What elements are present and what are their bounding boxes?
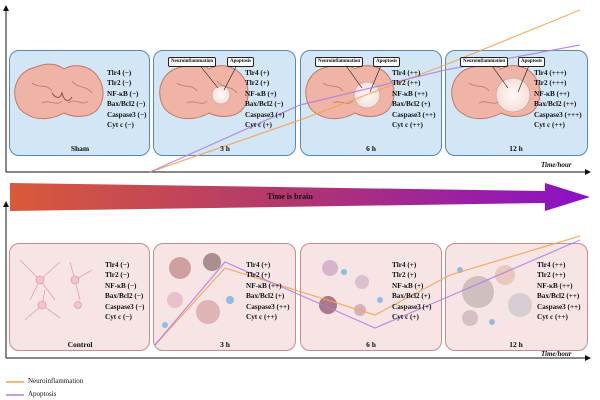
marker-tlr4: Tlr4 (++)	[537, 261, 566, 269]
brain-icon	[159, 63, 249, 120]
marker-list: Tlr4 (++) Tlr2 (++) NF-κB (++) Bax/Bcl2 …	[392, 68, 436, 130]
time-arrow	[10, 183, 590, 211]
marker-tlr2: Tlr2 (++)	[537, 271, 566, 280]
marker-nfkb: NF-κB (++)	[534, 89, 570, 98]
legend-apoptosis: Apoptosis	[28, 390, 57, 398]
marker-list: Tlr4 (+) Tlr2 (+) NF-κB (+) Bax/Bcl2 (+)…	[392, 260, 431, 322]
marker-list: Tlr4 (−) Tlr2 (−) NF-κB (−) Bax/Bcl2 (−)…	[107, 68, 146, 130]
marker-nfkb: NF-κB (++)	[392, 89, 428, 98]
marker-list: Tlr4 (+) Tlr2 (+) NF-κB (+) Bax/Bcl2 (−)…	[245, 68, 284, 130]
marker-nfkb: NF-κB (++)	[246, 281, 282, 290]
marker-tlr4: Tlr4 (−)	[107, 69, 132, 77]
damaged-cells-icon	[162, 253, 234, 328]
panel-label: 6 h	[366, 144, 376, 153]
marker-nfkb: NF-κB (++)	[537, 281, 573, 290]
marker-bax-bcl2: Bax/Bcl2 (++)	[537, 292, 580, 301]
panel-label: 3 h	[220, 340, 230, 349]
marker-caspase3: Caspase3 (+)	[245, 110, 285, 119]
marker-tlr2: Tlr2 (+)	[392, 271, 417, 280]
marker-cytc: Cyt c (−)	[105, 313, 132, 322]
marker-bax-bcl2: Bax/Bcl2 (−)	[245, 100, 284, 109]
marker-nfkb: NF-κB (+)	[392, 281, 424, 290]
marker-tlr2: Tlr2 (−)	[105, 271, 130, 280]
marker-caspase3: Caspase3 (++)	[537, 302, 581, 311]
brain-icon	[451, 63, 541, 120]
marker-caspase3: Caspase3 (++)	[392, 110, 436, 119]
marker-bax-bcl2: Bax/Bcl2 (+)	[392, 292, 431, 301]
marker-tlr4: Tlr4 (+)	[392, 261, 417, 269]
apoptosis-line	[149, 44, 581, 173]
panel-label: 12 h	[509, 340, 523, 349]
marker-cytc: Cyt c (++)	[537, 313, 568, 322]
damaged-cells-icon	[457, 265, 532, 326]
marker-bax-bcl2: Bax/Bcl2 (−)	[105, 292, 144, 301]
panel-label: Control	[67, 340, 93, 349]
marker-bax-bcl2: Bax/Bcl2 (−)	[107, 100, 146, 109]
marker-bax-bcl2: Bax/Bcl2 (+)	[246, 292, 285, 301]
marker-cytc: Cyt c (−)	[107, 121, 134, 130]
marker-tlr2: Tlr2 (+++)	[534, 79, 567, 88]
legend-neuroinflammation: Neuroinflammation	[28, 377, 84, 385]
bottom-x-axis-label: Time/hour	[541, 350, 572, 358]
marker-tlr4: Tlr4 (+++)	[534, 69, 567, 77]
marker-nfkb: NF-κB (+)	[245, 89, 277, 98]
marker-cytc: Cyt c (++)	[534, 121, 565, 130]
top-x-axis-label: Time/hour	[541, 161, 572, 169]
marker-tlr2: Tlr2 (+)	[246, 271, 271, 280]
marker-nfkb: NF-κB (−)	[105, 281, 137, 290]
panel-label: Sham	[70, 144, 90, 153]
callout-apoptosis: Apoptosis	[227, 57, 255, 67]
neuroinflammation-line	[154, 235, 581, 346]
marker-nfkb: NF-κB (−)	[107, 89, 139, 98]
neuroinflammation-line	[149, 9, 581, 173]
marker-list: Tlr4 (++) Tlr2 (++) NF-κB (++) Bax/Bcl2 …	[537, 260, 581, 322]
marker-caspase3: Caspase3 (+)	[392, 302, 432, 311]
marker-tlr2: Tlr2 (−)	[107, 79, 132, 88]
marker-caspase3: Caspase3 (+++)	[534, 110, 582, 119]
marker-caspase3: Caspase3 (−)	[105, 302, 145, 311]
marker-tlr2: Tlr2 (+)	[245, 79, 270, 88]
bottom-panel-6h	[300, 243, 442, 351]
brain-icon	[14, 63, 104, 120]
marker-caspase3: Caspase3 (++)	[246, 302, 290, 311]
panel-label: 3 h	[220, 144, 230, 153]
panel-label: 6 h	[366, 340, 376, 349]
callout-neuroinflammation: Neuroinflammation	[460, 57, 509, 67]
marker-list: Tlr4 (−) Tlr2 (−) NF-κB (−) Bax/Bcl2 (−)…	[105, 260, 144, 322]
callout-neuroinflammation: Neuroinflammation	[315, 57, 364, 67]
panel-label: 12 h	[509, 144, 523, 153]
time-arrow-label: Time is brain	[267, 192, 313, 201]
marker-tlr4: Tlr4 (+)	[246, 261, 271, 269]
marker-bax-bcl2: Bax/Bcl2 (+)	[392, 100, 431, 109]
marker-caspase3: Caspase3 (−)	[107, 110, 147, 119]
marker-cytc: Cyt c (++)	[392, 121, 423, 130]
marker-cytc: Cyt c (++)	[246, 313, 277, 322]
marker-cytc: Cyt c (+)	[392, 313, 419, 322]
apoptosis-line	[154, 239, 581, 346]
marker-tlr4: Tlr4 (−)	[105, 261, 130, 269]
callout-apoptosis: Apoptosis	[518, 57, 546, 67]
brain-icon	[305, 63, 395, 120]
marker-tlr4: Tlr4 (++)	[392, 69, 421, 77]
callout-neuroinflammation: Neuroinflammation	[168, 57, 217, 67]
marker-bax-bcl2: Bax/Bcl2 (++)	[534, 100, 577, 109]
marker-list: Tlr4 (+) Tlr2 (+) NF-κB (++) Bax/Bcl2 (+…	[246, 260, 290, 322]
marker-tlr4: Tlr4 (+)	[245, 69, 270, 77]
callout-apoptosis: Apoptosis	[373, 57, 401, 67]
marker-list: Tlr4 (+++) Tlr2 (+++) NF-κB (++) Bax/Bcl…	[534, 68, 582, 130]
neuron-cells-icon	[19, 259, 93, 321]
marker-tlr2: Tlr2 (++)	[392, 79, 421, 88]
marker-cytc: Cyt c (+)	[245, 121, 272, 130]
